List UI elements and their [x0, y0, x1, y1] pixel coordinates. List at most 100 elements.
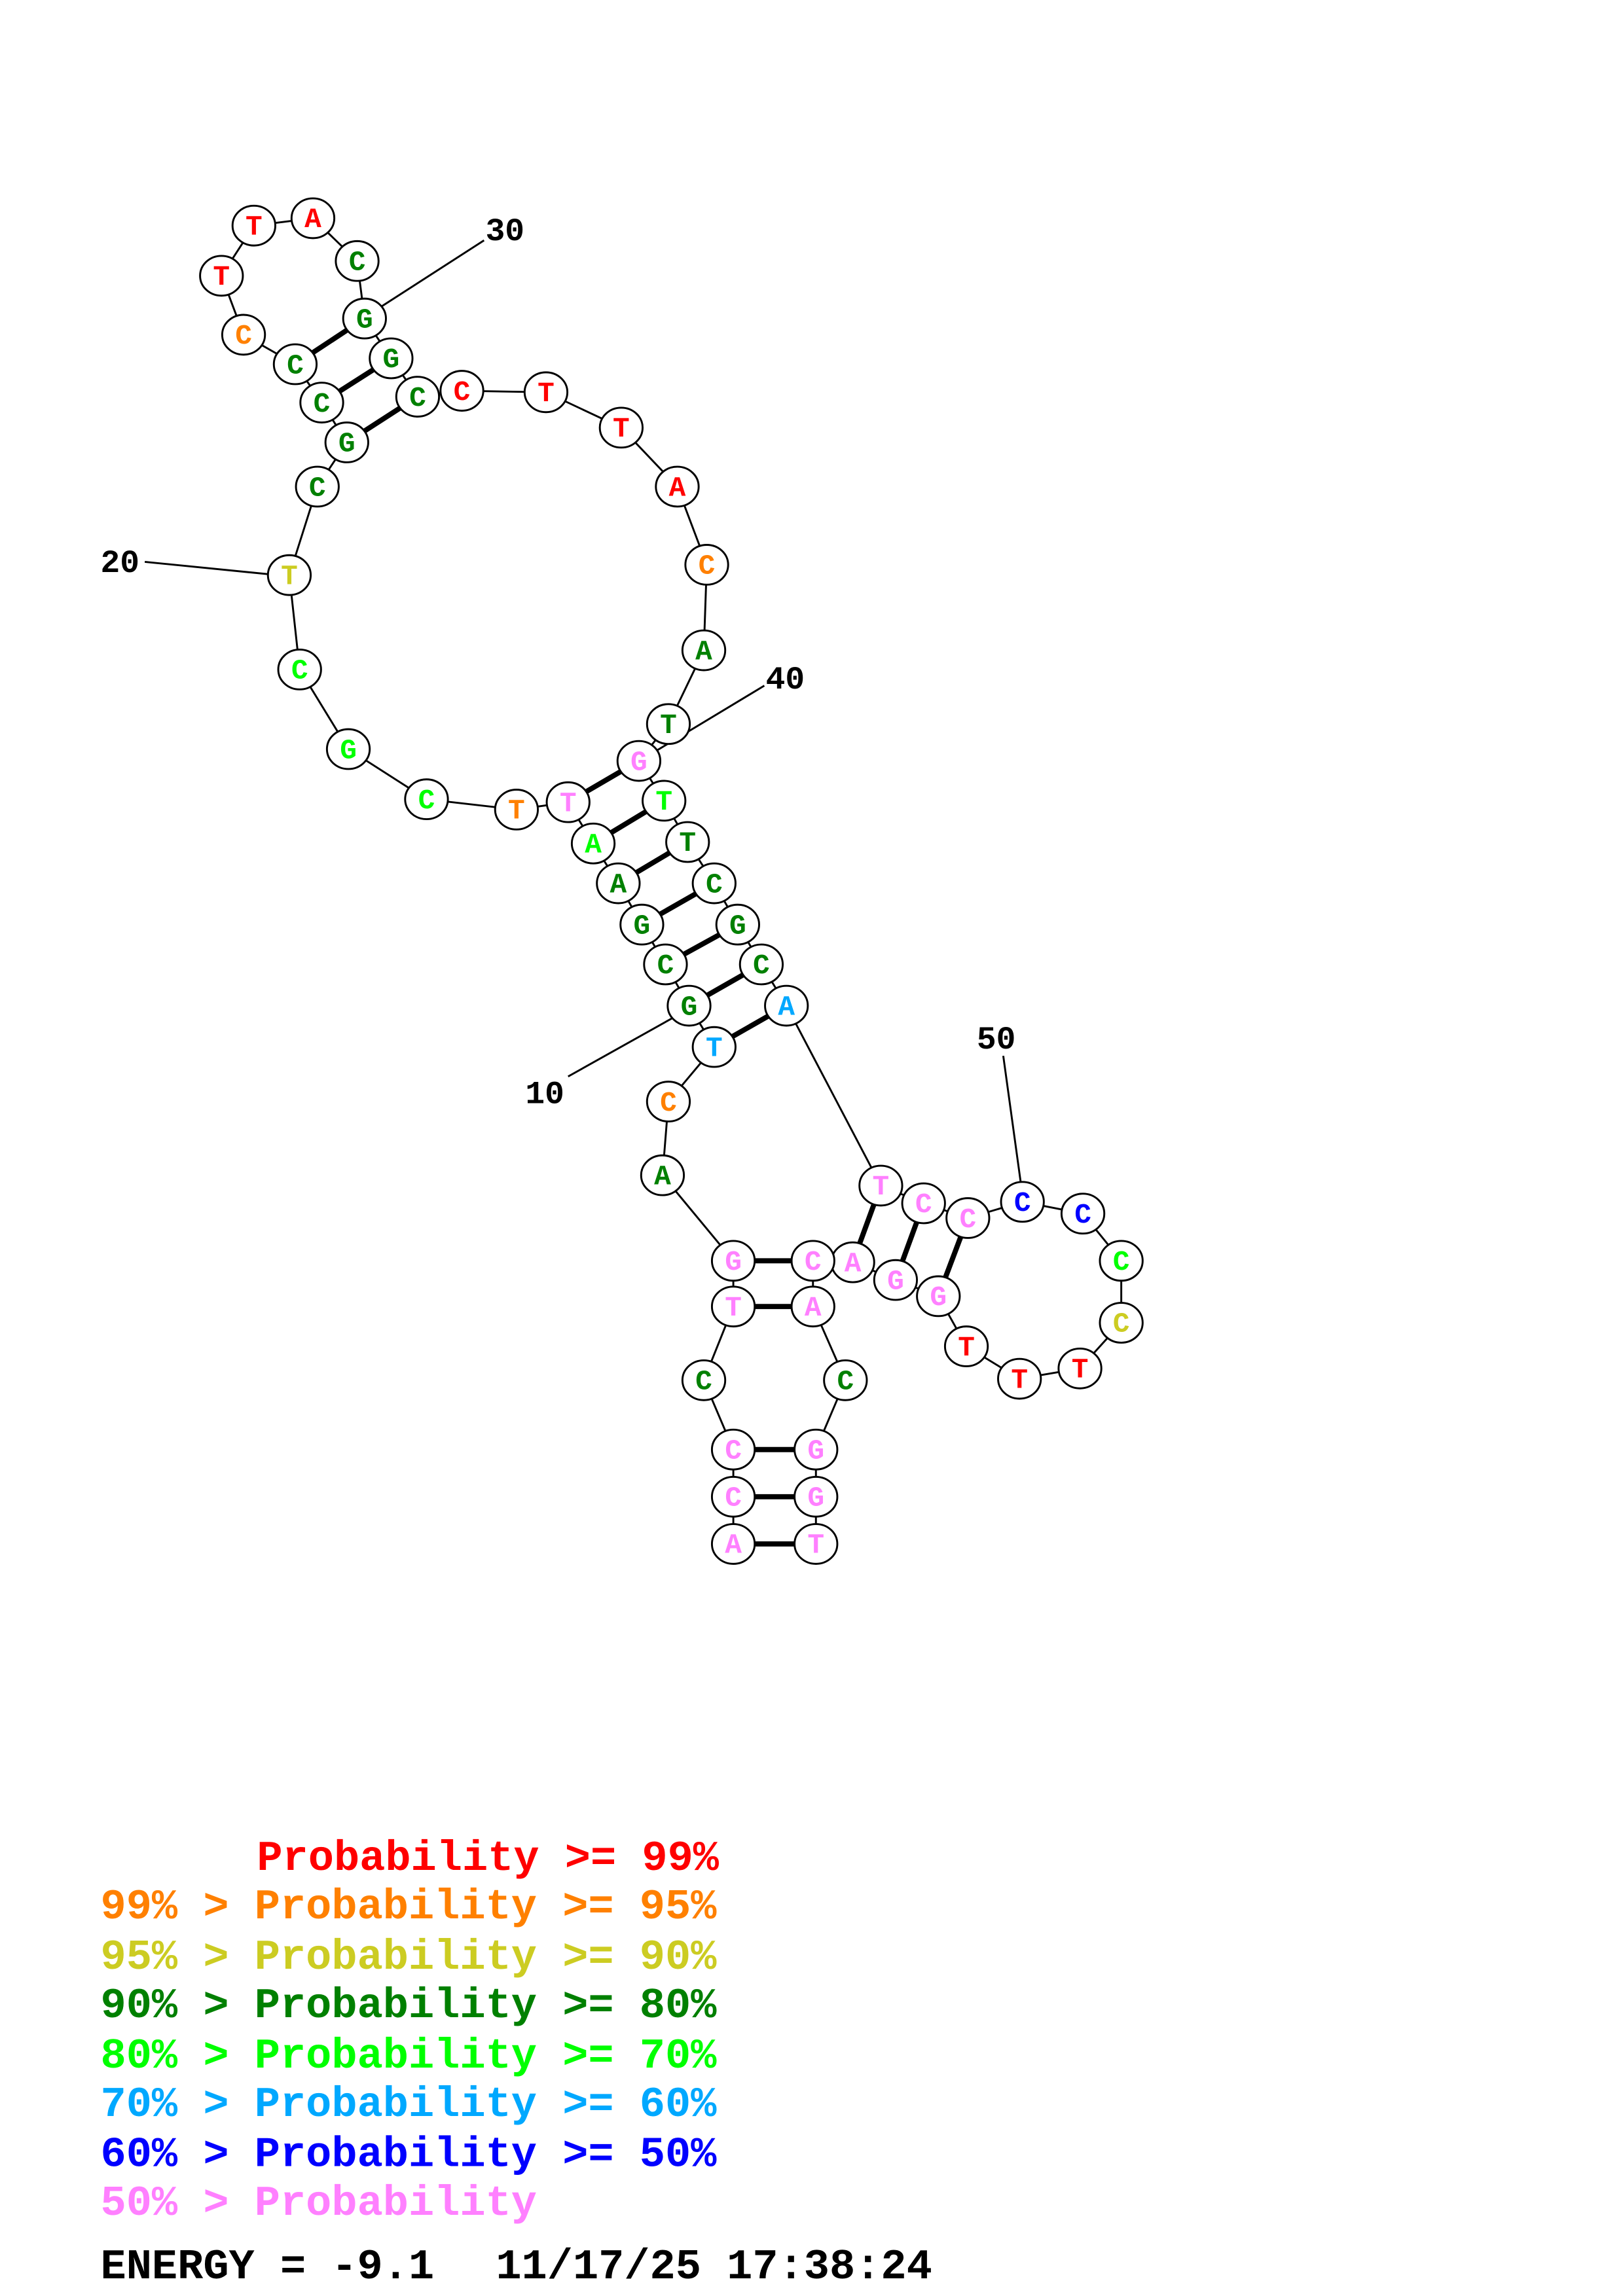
nucleotide-3: C	[710, 1428, 756, 1471]
nucleotide-16: T	[494, 789, 539, 831]
nucleotide-base: T	[281, 560, 298, 592]
nucleotide-33: C	[439, 370, 484, 412]
nucleotide-circle	[793, 1523, 839, 1565]
nucleotide-22: G	[324, 422, 369, 463]
nucleotide-base: T	[807, 1530, 824, 1562]
nucleotide-63: G	[793, 1428, 839, 1471]
legend-text: Probability >= 99%	[257, 1835, 719, 1883]
nucleotide-base: G	[338, 428, 356, 460]
nucleotide-circle	[710, 1523, 756, 1565]
nucleotide-15: T	[545, 781, 591, 823]
nucleotide-31: G	[369, 337, 414, 380]
nucleotide-base: C	[915, 1189, 932, 1221]
legend-prefix: 70% >	[101, 2081, 255, 2129]
nucleotide-circle	[272, 343, 318, 386]
probability-legend: Probability >= 99% 99% > Probability >= …	[101, 1835, 720, 2228]
nucleotide-circle	[691, 1026, 737, 1068]
nucleotide-29: C	[335, 240, 380, 282]
nucleotide-11: C	[643, 943, 688, 986]
nucleotide-24: C	[272, 343, 318, 386]
timestamp: 11/17/25 17:38:24	[496, 2243, 932, 2291]
label-line-20	[144, 560, 278, 577]
nucleotide-circle	[681, 1359, 727, 1401]
nucleotide-circle	[342, 297, 387, 340]
nucleotide-32: C	[395, 376, 441, 418]
nucleotide-base: C	[1113, 1308, 1130, 1340]
nucleotide-circle	[710, 1428, 756, 1471]
nucleotide-circle	[598, 406, 644, 449]
nucleotide-circle	[1000, 1181, 1045, 1223]
nucleotide-circle	[793, 1475, 839, 1518]
legend-line-1: Probability >= 99%	[257, 1835, 719, 1883]
nucleotide-base: A	[304, 204, 321, 236]
nucleotide-44: G	[715, 903, 760, 946]
nucleotide-base: C	[805, 1246, 822, 1278]
nucleotide-circle	[299, 382, 344, 423]
legend-text: Probability >= 60%	[255, 2081, 717, 2129]
nucleotide-1: A	[710, 1523, 756, 1565]
nucleotide-base: C	[753, 950, 770, 982]
nucleotide-base: G	[807, 1435, 824, 1467]
nucleotide-base: C	[725, 1482, 742, 1515]
nucleotide-base: C	[660, 1087, 677, 1119]
nucleotide-circle	[643, 943, 688, 986]
legend-text: Probability >= 95%	[255, 1883, 717, 1931]
label-line-10	[568, 1013, 680, 1078]
legend-prefix: 95% >	[101, 1933, 255, 1982]
nucleotide-circle	[1057, 1347, 1103, 1390]
nucleotide-2: C	[710, 1475, 756, 1518]
nucleotide-circle	[715, 903, 760, 946]
nucleotide-64: G	[793, 1475, 839, 1518]
nucleotide-20: T	[266, 554, 312, 596]
nucleotide-circle	[642, 780, 687, 822]
nucleotide-38: A	[681, 629, 727, 672]
nucleotide-42: T	[665, 821, 710, 863]
nucleotide-4: C	[681, 1359, 727, 1401]
backbone-segment	[785, 1005, 882, 1187]
nucleotide-circle	[691, 862, 737, 905]
nucleotide-circle	[404, 778, 449, 821]
legend-text: Probability >= 50%	[255, 2131, 717, 2179]
nucleotide-base: A	[725, 1530, 742, 1562]
nucleotide-circle	[710, 1240, 756, 1282]
nucleotide-base: C	[454, 376, 471, 408]
nucleotide-25: C	[221, 314, 266, 356]
nucleotide-8: C	[646, 1081, 691, 1122]
nucleotide-base: A	[845, 1247, 862, 1280]
nucleotide-59: A	[830, 1241, 875, 1283]
label-line-50	[1002, 1055, 1022, 1185]
nucleotide-circle	[739, 943, 784, 986]
nucleotide-base: C	[1074, 1199, 1091, 1231]
nucleotide-base: A	[695, 636, 712, 668]
nucleotide-base: C	[837, 1366, 854, 1398]
nucleotide-51: C	[1060, 1193, 1106, 1235]
nucleotide-circle	[335, 240, 380, 282]
nucleotide-circle	[616, 740, 662, 782]
nucleotide-circle	[523, 371, 569, 414]
nucleotide-21: C	[295, 465, 340, 508]
nucleotide-circle	[494, 789, 539, 831]
legend-line-6: 70% > Probability >= 60%	[101, 2081, 718, 2129]
nucleotide-circle	[764, 984, 809, 1027]
nucleotide-17: C	[404, 778, 449, 821]
nucleotide-base: C	[695, 1366, 712, 1398]
nucleotide-49: C	[945, 1197, 991, 1239]
legend-text: Probability >= 80%	[255, 1982, 717, 2030]
nucleotide-60: C	[790, 1240, 835, 1282]
nucleotide-61: A	[790, 1285, 835, 1328]
nucleotide-base: T	[1011, 1364, 1028, 1396]
nucleotide-circle	[684, 544, 729, 586]
nucleotide-circle	[619, 903, 665, 946]
nucleotide-circle	[790, 1240, 835, 1282]
nucleotide-circle	[916, 1275, 961, 1318]
nucleotide-base: T	[560, 787, 577, 819]
position-label-30: 30	[486, 213, 524, 250]
nucleotide-35: T	[598, 406, 644, 449]
nucleotide-43: C	[691, 862, 737, 905]
nucleotide-base: T	[679, 827, 696, 859]
nucleotide-base: T	[655, 786, 672, 818]
nucleotide-circle	[570, 822, 616, 865]
nucleotide-13: A	[596, 862, 641, 905]
legend-prefix: 80% >	[101, 2032, 255, 2081]
nucleotide-base: G	[930, 1282, 947, 1314]
